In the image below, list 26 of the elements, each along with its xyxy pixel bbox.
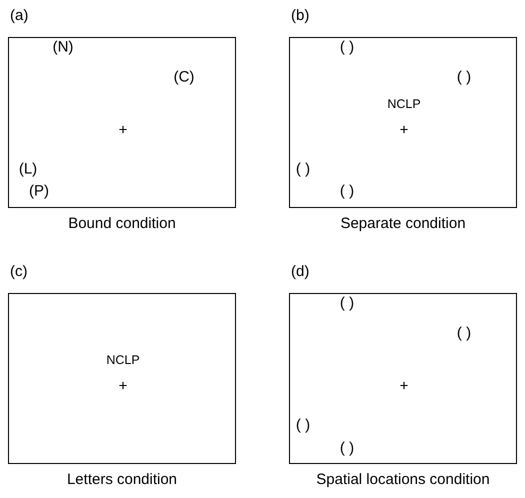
panel-caption: Bound condition [68,215,176,232]
panel-letter: (a) [10,7,28,24]
bracket-label: ( ) [340,440,354,456]
word-label: NCLP [106,353,140,367]
panel-letter: (b) [291,7,310,24]
fixation-cross: + [118,378,128,394]
fixation-cross: + [400,122,408,138]
bracket-label: ( ) [456,68,472,86]
bracket-label: (C) [174,68,194,86]
bracket-label: ( ) [296,160,310,178]
bracket-label: ( ) [456,324,472,342]
bracket-label: (N) [52,38,74,56]
bracket-label: ( ) [340,182,354,200]
panel-caption: Spatial locations condition [316,471,490,488]
bracket-label: ( ) [340,38,354,56]
panel-letter: (d) [291,263,310,280]
panel-caption: Letters condition [66,471,178,488]
word-label: NCLP [387,97,421,111]
bracket-label: ( ) [340,294,354,312]
bracket-label: (P) [29,182,49,200]
fixation-cross: + [400,378,408,394]
bracket-label: (L) [18,160,38,178]
panel-letter: (c) [10,263,28,280]
fixation-cross: + [118,122,128,138]
panel-caption: Separate condition [340,215,466,232]
bracket-label: ( ) [296,416,310,434]
